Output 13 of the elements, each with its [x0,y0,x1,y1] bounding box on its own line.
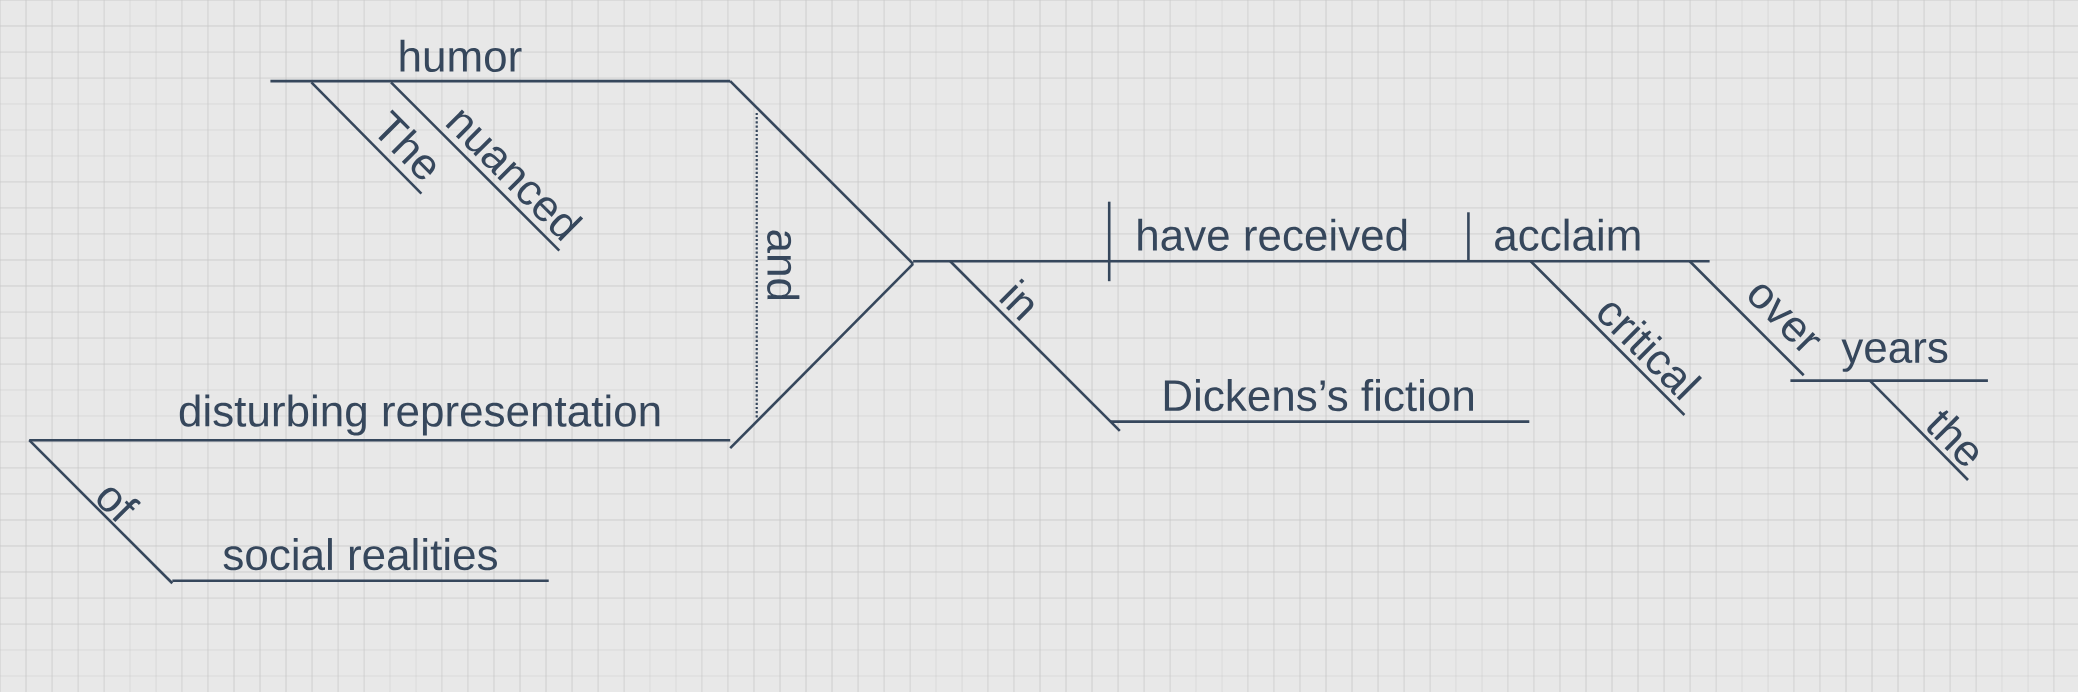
diagram-word: of [97,487,141,523]
diagram-word: humor [400,39,522,73]
diagram-word: social realities [223,538,497,571]
diagram-word: years [1841,339,1948,372]
diagram-word: in [999,278,1034,322]
diagram-word: acclaim [1495,218,1640,251]
diagram-word: Dickens’s fiction [1164,378,1473,412]
diagram-word: The [378,109,436,180]
diagram-word: over [1749,284,1821,352]
diagram-word: disturbing representation [179,394,660,436]
diagram-word: have received [1138,218,1407,251]
diagram-word: and [767,230,800,300]
diagram-word: the [1927,410,1978,466]
